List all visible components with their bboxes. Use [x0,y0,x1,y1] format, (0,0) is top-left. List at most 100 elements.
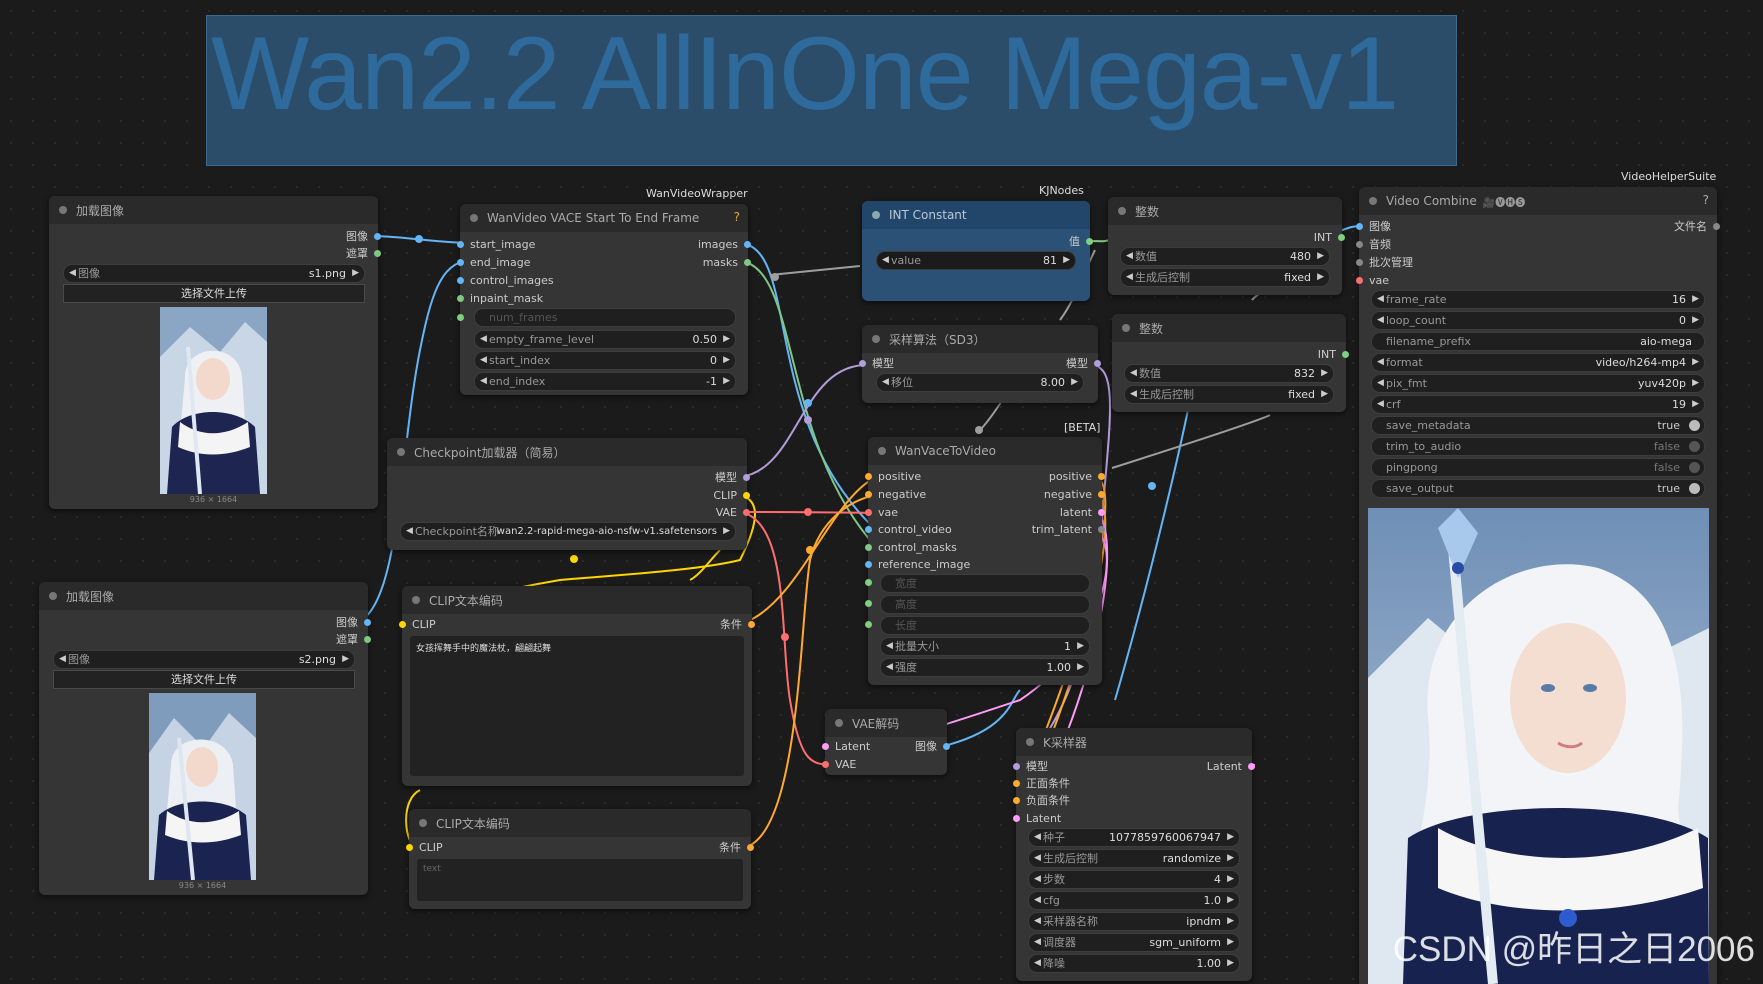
arrow-left-icon[interactable]: ◀ [480,334,487,344]
collapse-dot[interactable] [419,819,427,827]
socket[interactable] [1338,234,1345,241]
socket[interactable] [822,761,829,768]
socket[interactable] [1342,351,1349,358]
arrow-left-icon[interactable]: ◀ [1377,399,1384,409]
node-header[interactable]: CLIP文本编码 [409,809,751,837]
arrow-right-icon[interactable]: ▶ [1227,832,1234,842]
arrow-right-icon[interactable]: ▶ [1692,378,1699,388]
socket[interactable] [743,509,750,516]
arrow-right-icon[interactable]: ▶ [1321,389,1328,399]
socket[interactable] [822,743,829,750]
arrow-right-icon[interactable]: ▶ [1692,315,1699,325]
collapse-dot[interactable] [872,211,880,219]
socket[interactable] [1086,238,1093,245]
input-vae[interactable]: VAE [822,756,885,773]
node-header[interactable]: 采样算法（SD3） [862,325,1098,353]
arrow-left-icon[interactable]: ◀ [1034,832,1041,842]
collapse-dot[interactable] [412,596,420,604]
output-int[interactable]: INT [1262,229,1345,246]
arrow-right-icon[interactable]: ▶ [1227,895,1234,905]
socket[interactable] [457,277,464,284]
arrow-left-icon[interactable]: ◀ [882,377,889,387]
collapse-dot[interactable] [1026,738,1034,746]
arrow-left-icon[interactable]: ◀ [1034,958,1041,968]
input-width-socket[interactable] [865,579,872,586]
toggle-knob[interactable] [1689,483,1700,494]
collapse-dot[interactable] [1369,197,1377,205]
output-image[interactable]: 图像 [897,738,950,755]
socket[interactable] [1098,509,1105,516]
socket[interactable] [1013,815,1020,822]
input-start-image[interactable]: start_image [457,236,610,253]
node-group[interactable]: Wan2.2 AllInOne Mega-v1 [206,15,1457,166]
node-header[interactable]: CLIP文本编码 [402,586,752,614]
socket[interactable] [865,509,872,516]
output-images[interactable]: images [648,236,751,253]
arrow-left-icon[interactable]: ◀ [1377,294,1384,304]
arrow-right-icon[interactable]: ▶ [1063,255,1070,265]
socket[interactable] [374,233,381,240]
socket[interactable] [1098,473,1105,480]
socket[interactable] [865,544,872,551]
arrow-right-icon[interactable]: ▶ [1227,874,1234,884]
socket[interactable] [748,621,755,628]
arrow-right-icon[interactable]: ▶ [723,376,730,386]
arrow-right-icon[interactable]: ▶ [1227,853,1234,863]
input-negative[interactable]: 负面条件 [1013,792,1116,809]
socket[interactable] [1013,780,1020,787]
node-header[interactable]: 加载图像 [49,196,378,224]
input-audio[interactable]: 音频 [1356,236,1459,253]
arrow-left-icon[interactable]: ◀ [1034,937,1041,947]
output-latent[interactable]: Latent [1172,758,1255,775]
arrow-left-icon[interactable]: ◀ [69,268,76,278]
socket[interactable] [1356,241,1363,248]
arrow-left-icon[interactable]: ◀ [1377,315,1384,325]
arrow-right-icon[interactable]: ▶ [352,268,359,278]
output-negative[interactable]: negative [1002,486,1105,503]
input-vae[interactable]: vae [865,504,968,521]
prompt-textarea[interactable]: 女孩挥舞手中的魔法杖，翩翩起舞 [410,636,744,776]
node-header[interactable]: 整数 [1108,197,1342,225]
arrow-right-icon[interactable]: ▶ [1692,399,1699,409]
output-value[interactable]: 值 [1010,233,1093,250]
collapse-dot[interactable] [1118,207,1126,215]
output-conditioning[interactable]: 条件 [652,616,755,633]
input-clip[interactable]: CLIP [399,616,502,633]
input-control-images[interactable]: control_images [457,272,610,289]
node-clip-text-encode-positive[interactable]: CLIP文本编码 CLIP 条件 女孩挥舞手中的魔法杖，翩翩起舞 [399,586,755,786]
arrow-left-icon[interactable]: ◀ [886,662,893,672]
arrow-right-icon[interactable]: ▶ [1692,294,1699,304]
socket[interactable] [865,491,872,498]
socket[interactable] [374,250,381,257]
output-image[interactable]: 图像 [268,614,371,631]
arrow-left-icon[interactable]: ◀ [1126,272,1133,282]
arrow-right-icon[interactable]: ▶ [723,355,730,365]
output-trim-latent[interactable]: trim_latent [1002,521,1105,538]
arrow-right-icon[interactable]: ▶ [1227,916,1234,926]
socket[interactable] [364,619,371,626]
collapse-dot[interactable] [1122,324,1130,332]
arrow-right-icon[interactable]: ▶ [1077,662,1084,672]
node-header[interactable]: 加载图像 [39,582,368,610]
arrow-right-icon[interactable]: ▶ [1077,641,1084,651]
socket[interactable] [399,621,406,628]
toggle-knob[interactable] [1689,462,1700,473]
collapse-dot[interactable] [470,214,478,222]
output-mask[interactable]: 遮罩 [278,245,381,262]
node-video-combine[interactable]: Video Combine🎥🅥🅗🅢 ? 图像 音频 批次管理 vae 文件名 ◀… [1356,187,1720,984]
socket[interactable] [1248,763,1255,770]
help-icon[interactable]: ? [733,210,740,224]
arrow-right-icon[interactable]: ▶ [342,654,349,664]
arrow-left-icon[interactable]: ◀ [1034,895,1041,905]
node-header[interactable]: WanVideo VACE Start To End Frame [460,204,748,232]
node-vae-decode[interactable]: VAE解码 Latent VAE 图像 [822,709,950,775]
arrow-left-icon[interactable]: ◀ [1126,251,1133,261]
